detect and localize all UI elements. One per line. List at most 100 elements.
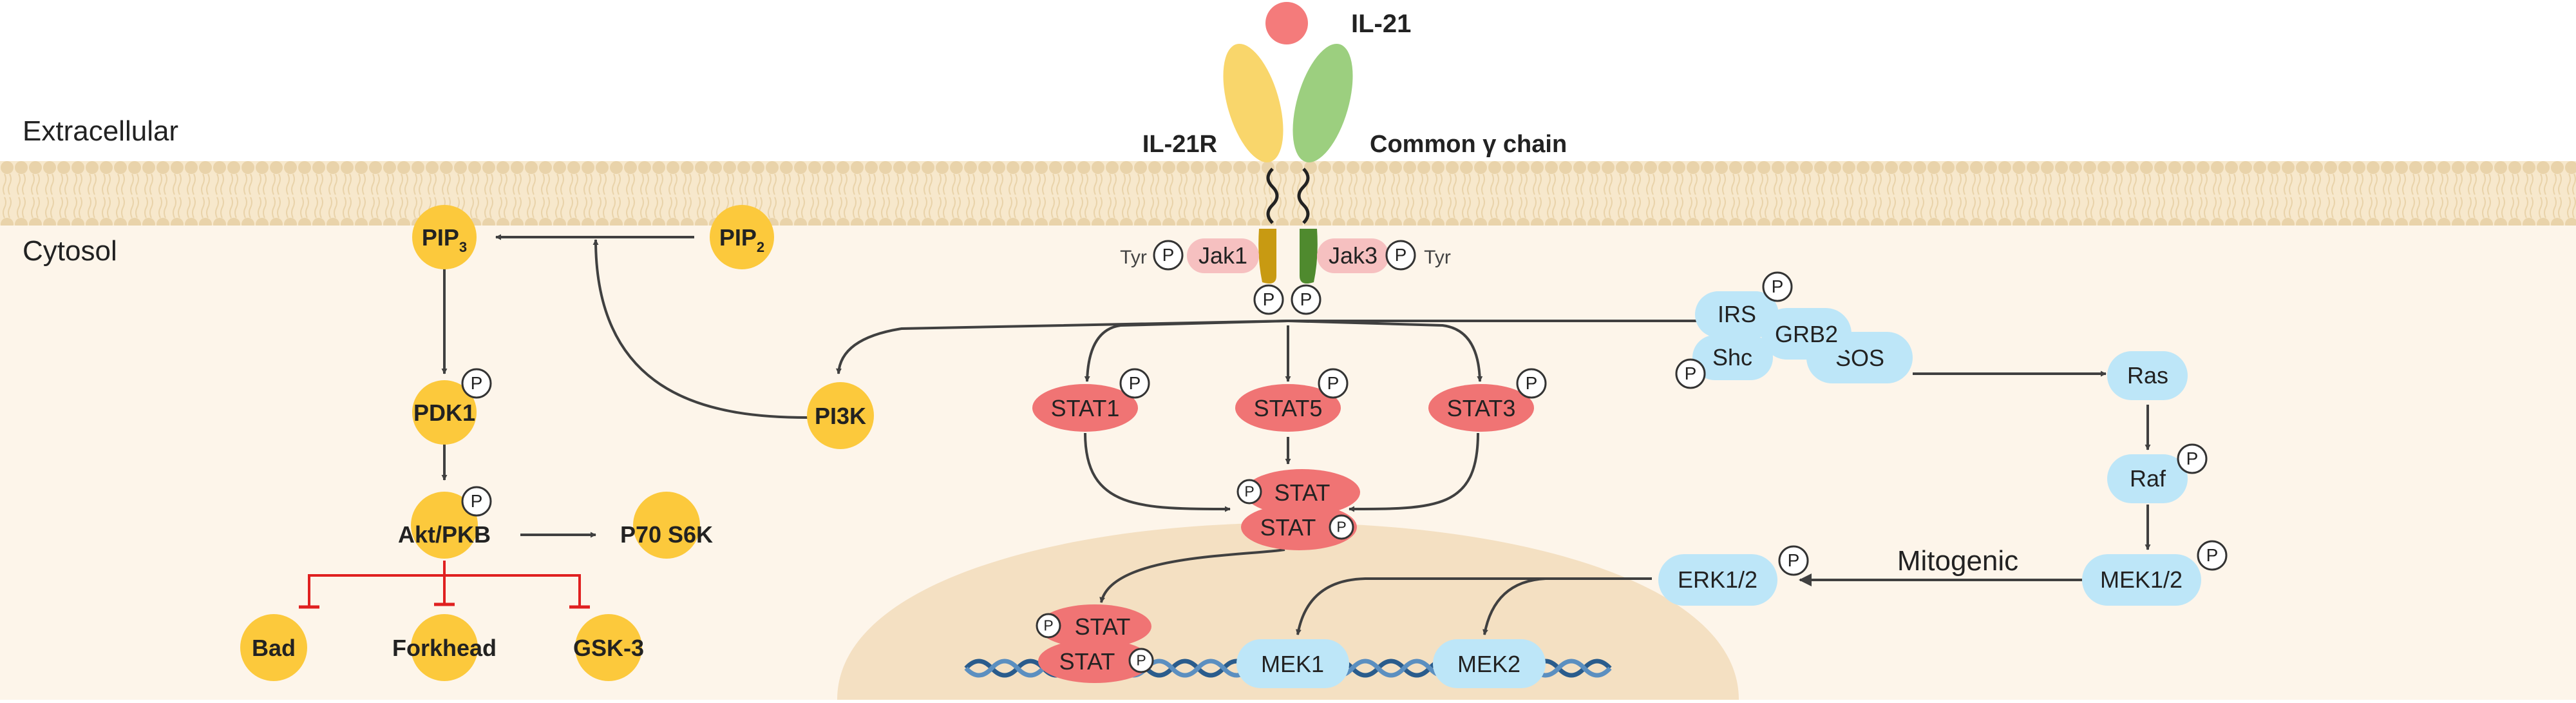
- stat5-phospho-symbol: P: [1327, 373, 1340, 393]
- stat1-label: STAT1: [1051, 395, 1120, 421]
- lipid-bilayer: [0, 161, 2576, 226]
- nuclear-stat-phospho-top-circle: [1036, 613, 1061, 639]
- stat5-node: [1235, 384, 1341, 432]
- tyr-right-label: Tyr: [1424, 247, 1451, 268]
- pip3-text: PIP: [422, 224, 459, 251]
- stat-dimer-phospho-bottom-circle: [1329, 514, 1354, 540]
- ras-label: Ras: [2127, 362, 2168, 389]
- akt-phospho-circle: [461, 486, 492, 517]
- raf-phospho-circle: [2177, 443, 2208, 474]
- arrow-erk12-mek1: [1295, 577, 1652, 635]
- stat-dimer-phospho-bottom-symbol: P: [1336, 519, 1346, 535]
- pdk1-phospho-symbol: P: [471, 373, 483, 393]
- mek12-phospho-symbol: P: [2206, 545, 2219, 565]
- arrow-jak-stat3: [1287, 320, 1483, 382]
- bad-label: Bad: [252, 635, 296, 661]
- bad-node: [240, 614, 307, 681]
- stat-dimer-phospho-top: P: [1236, 479, 1262, 505]
- raf-node: [2107, 454, 2188, 503]
- irs-label: IRS: [1718, 301, 1756, 327]
- pip2-label: PIP2: [719, 224, 764, 255]
- jak3-phospho-circle: [1385, 240, 1416, 271]
- stat-dimer-top-label: STAT: [1274, 479, 1331, 506]
- stat1-phospho: P: [1119, 368, 1150, 399]
- grb2-label: GRB2: [1775, 321, 1838, 347]
- jak3-phospho: P: [1385, 240, 1416, 271]
- receptor-phospho-right-circle: [1291, 284, 1321, 315]
- pi3k-node: [807, 382, 874, 449]
- nuclear-stat-phospho-top-symbol: P: [1043, 617, 1053, 634]
- stat-pathway: STAT1 STAT5 STAT3 STAT STAT STAT STAT: [1032, 384, 1534, 683]
- arrow-jak-pi3k: [835, 320, 1289, 374]
- mek12-phospho: P: [2197, 540, 2228, 571]
- arrow-jak-stat1: [1084, 320, 1289, 382]
- erk12-phospho: P: [1778, 545, 1809, 576]
- arrow-erk12-mek2: [1482, 577, 1652, 635]
- raf-phospho: P: [2177, 443, 2208, 474]
- irs-phospho-symbol: P: [1772, 276, 1784, 296]
- akt-node: [411, 492, 478, 559]
- pdk1-phospho: P: [461, 368, 492, 399]
- irs-node: [1695, 291, 1779, 338]
- forkhead-label: Forkhead: [392, 635, 497, 661]
- shc-phospho-circle: [1675, 358, 1706, 389]
- p70-node: [633, 492, 700, 559]
- akt-label: Akt/PKB: [398, 521, 491, 548]
- stat3-phospho-circle: [1516, 368, 1547, 399]
- arrow-stat1-dimer: [1084, 432, 1231, 512]
- il21-receptor: IL-21 IL-21R Common γ chain Jak1 Jak3 Ty…: [1120, 2, 1567, 284]
- stat-dimer-bottom: [1241, 504, 1357, 550]
- pathway-arrows: [441, 234, 2151, 635]
- ras-node: [2107, 351, 2188, 400]
- p70-label: P70 S6K: [620, 521, 713, 548]
- stat5-phospho-circle: [1318, 368, 1349, 399]
- pip2-subscript: 2: [757, 239, 764, 255]
- irs-phospho: P: [1762, 271, 1793, 302]
- pdk1-node: [412, 380, 477, 445]
- il21r-transmembrane: [1266, 168, 1279, 224]
- shc-phospho: P: [1675, 358, 1706, 389]
- il21r-intracellular-domain: [1258, 229, 1276, 284]
- grb2-node: [1761, 308, 1852, 360]
- stat1-phospho-circle: [1119, 368, 1150, 399]
- pdk1-label: PDK1: [413, 400, 475, 426]
- receptor-phospho-left: P: [1253, 284, 1284, 315]
- il21r-label: IL-21R: [1142, 131, 1217, 158]
- arrow-dimer-nucleus: [1099, 548, 1285, 603]
- forkhead-node: [411, 614, 478, 681]
- cytosol-label: Cytosol: [23, 235, 117, 267]
- stat1-phospho-symbol: P: [1129, 373, 1141, 393]
- pip2-node: [710, 205, 774, 269]
- nuclear-stat-phospho-bottom-symbol: P: [1136, 652, 1146, 669]
- gamma-intracellular-domain: [1300, 229, 1318, 284]
- jak1-phospho-symbol: P: [1162, 245, 1175, 265]
- gamma-chain-extracellular-domain: [1293, 44, 1353, 162]
- stat-dimer-top: [1244, 469, 1360, 515]
- jak3-phospho-symbol: P: [1395, 245, 1407, 265]
- jak1-label: Jak1: [1198, 242, 1247, 269]
- stat-dimer-phospho-bottom: P: [1329, 514, 1354, 540]
- pi3k-label: PI3K: [815, 403, 866, 429]
- nuclear-stat-top-label: STAT: [1075, 613, 1131, 640]
- stat-dimer-phospho-top-symbol: P: [1244, 483, 1254, 500]
- il21-ligand: [1265, 2, 1308, 44]
- nuclear-stat-top: [1038, 604, 1151, 648]
- stat5-phospho: P: [1318, 368, 1349, 399]
- pip3-subscript: 3: [459, 239, 467, 255]
- extracellular-label: Extracellular: [23, 115, 178, 147]
- erk12-phospho-circle: [1778, 545, 1809, 576]
- erk12-phospho-symbol: P: [1788, 550, 1800, 570]
- jak1-node: [1187, 238, 1259, 273]
- akt-inhibition: [299, 561, 590, 609]
- pip3-node: [412, 205, 477, 269]
- stat3-label: STAT3: [1447, 395, 1516, 421]
- mek12-label: MEK1/2: [2100, 566, 2183, 593]
- mek2-node: [1433, 639, 1546, 688]
- jak3-label: Jak3: [1329, 242, 1378, 269]
- receptor-phospho-right: P: [1291, 284, 1321, 315]
- erk12-label: ERK1/2: [1678, 566, 1757, 593]
- il21r-extracellular-domain: [1223, 44, 1283, 162]
- gamma-chain-label: Common γ chain: [1370, 131, 1567, 158]
